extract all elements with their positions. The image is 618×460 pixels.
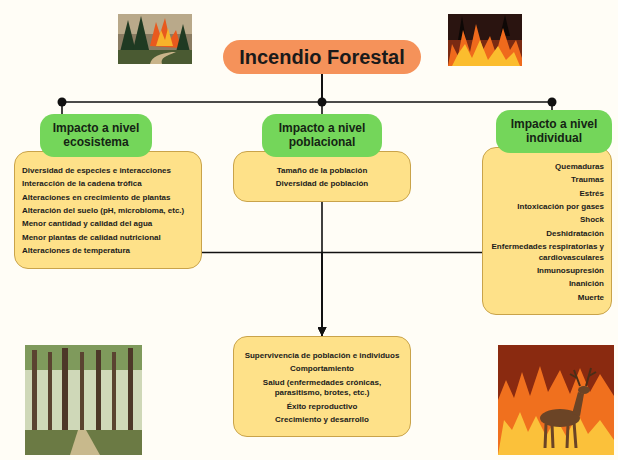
node-text: Shock [490,215,604,225]
title-pill: Incendio Forestal [223,40,421,74]
connector-line [62,74,322,114]
tree-trunk [48,352,52,438]
tree-trunk [112,352,116,438]
effect-list-box: QuemadurasTraumasEstrésIntoxicación por … [482,147,612,315]
forest-fire-photo [118,14,192,64]
node-text: Menor plantas de calidad nutricional [22,233,194,243]
node-text: Muerte [490,293,604,303]
node-text: Quemaduras [490,162,604,172]
photo-background [498,345,614,455]
node-text: Impacto a nivel ecosistema [49,121,143,150]
deer-head [578,386,590,394]
tree-trunk [96,350,101,438]
pine-tree [176,24,190,52]
tree-trunk [32,350,37,440]
flame [452,40,520,66]
flame [498,366,614,455]
photo-night [448,14,522,66]
junction-dot [58,98,67,107]
photo-background [25,345,142,455]
junction-dot [548,98,557,107]
dirt-road [150,52,176,64]
tree-silhouette [500,15,510,36]
deer-neck [572,392,584,416]
connector-line [322,253,482,336]
node-text: Intoxicación por gases [490,202,604,212]
category-box: Impacto a nivel individual [496,110,612,153]
tree-trunk [62,348,68,440]
effect-list-box: Tamaño de la poblaciónDiversidad de pobl… [233,151,411,202]
node-text: Traumas [490,175,604,185]
node-text: Inanición [490,279,604,289]
node-text: Supervivencia de población e individuos [241,351,403,361]
connector-line [322,74,552,110]
node-text: Comportamiento [241,364,403,374]
node-text: Alteraciones de temperatura [22,246,194,256]
outcome-box: Supervivencia de población e individuosC… [233,336,411,437]
node-text: Menor cantidad y calidad del agua [22,219,194,229]
effect-list-box: Diversidad de especies e interaccionesIn… [14,151,202,269]
node-text: Inmunosupresión [490,266,604,276]
category-box: Impacto a nivel ecosistema [40,114,152,157]
deer-fire-photo [498,345,614,455]
tree-trunk [80,352,84,436]
node-text: Impacto a nivel poblacional [271,121,373,150]
node-text: Deshidratación [490,229,604,239]
node-text: Éxito reproductivo [241,402,403,412]
node-text: Tamaño de la población [241,166,403,176]
deer-legs [545,422,576,448]
flame [156,28,173,46]
blaze-photo [448,14,522,66]
node-text: Enfermedades respiratorias y cardiovascu… [490,242,604,263]
node-text: Estrés [490,189,604,199]
node-text: Salud (enfermedades crónicas, parasitism… [241,378,403,399]
category-box: Impacto a nivel poblacional [262,114,382,157]
forest-photo [25,345,142,455]
connector-line [202,253,322,336]
node-text: Incendio Forestal [239,45,405,69]
ground [118,50,192,64]
node-text: Impacto a nivel individual [505,117,603,146]
pine-tree [132,16,150,54]
tree-trunk [128,348,133,440]
node-text: Interacción de la cadena trófica [22,179,194,189]
forest-path [70,430,100,455]
node-text: Alteración del suelo (pH, microbioma, et… [22,206,194,216]
pine-tree [120,20,136,52]
node-text: Crecimiento y desarrollo [241,415,403,425]
deer-antlers [570,368,596,386]
photo-sky [118,14,192,64]
node-text: Alteraciones en crecimiento de plantas [22,193,194,203]
ground [25,430,142,455]
flame [448,24,522,66]
node-text: Diversidad de especies e interacciones [22,166,194,176]
flame [150,18,181,48]
node-text: Diversidad de población [241,179,403,189]
junction-dot [318,98,327,107]
